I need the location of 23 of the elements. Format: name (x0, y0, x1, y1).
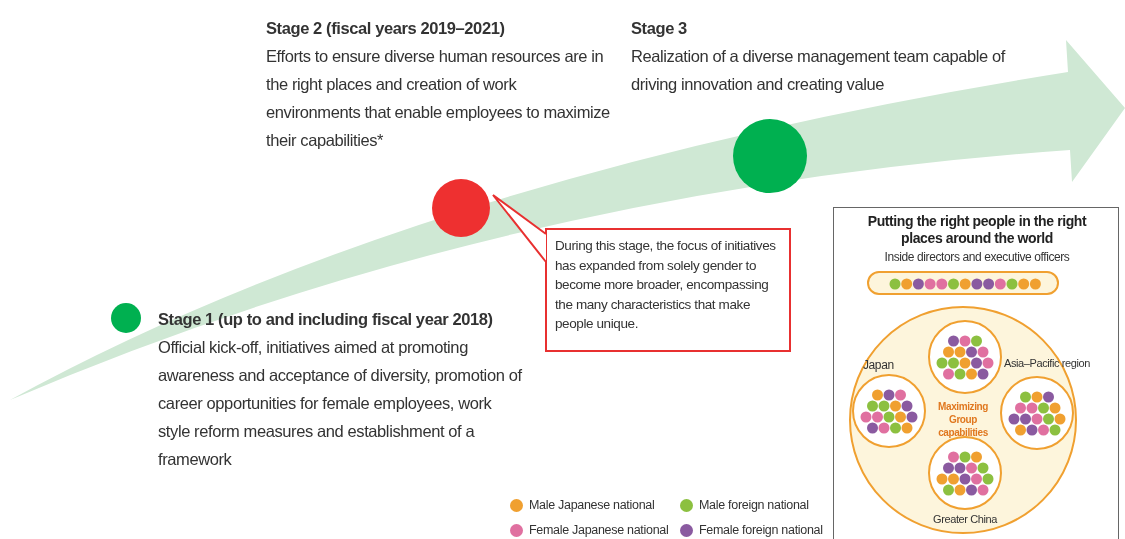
callout-text: During this stage, the focus of initiatives has expanded from solely gender to become more broader, encompassing the many characteristics that make people unique. (555, 237, 777, 333)
legend-label: Male foreign national (699, 498, 809, 512)
region-label: Asia–Pacific region (1004, 356, 1091, 370)
center-label: Maximizing Group capabilities (937, 400, 989, 439)
stage-description: Official kick-off, initiatives aimed at promoting awareness and acceptance of diversity, promotion of career opportunities for female employees, work style reform measures and establishment of a framework (158, 337, 523, 470)
info-panel (833, 207, 1119, 539)
region-label: Japan (863, 358, 895, 372)
region-label: Greater China (932, 512, 999, 526)
callout-box (545, 228, 791, 352)
panel-title: Putting the right people in the right places around the world (866, 213, 1088, 247)
legend-label: Female foreign national (699, 523, 823, 537)
stage-description: Realization of a diverse management team capable of driving innovation and creating value (631, 46, 1007, 95)
stage-marker-circle (432, 179, 490, 237)
stage-marker-circle (111, 303, 141, 333)
stage-heading: Stage 1 (up to and including fiscal year 2018) (158, 309, 494, 330)
panel-subtitle: Inside directors and executive officers (883, 250, 1071, 264)
legend-label: Female Japanese national (529, 523, 669, 537)
legend-label: Male Japanese national (529, 498, 655, 512)
stage-heading: Stage 2 (fiscal years 2019–2021) (266, 18, 506, 39)
stage-heading: Stage 3 (631, 18, 688, 39)
stage-description: Efforts to ensure diverse human resources are in the right places and creation of work environments that enable employees to maximize their capabilities* (266, 46, 611, 151)
callout-pointer (492, 194, 547, 263)
stage-marker-circle (733, 119, 807, 193)
